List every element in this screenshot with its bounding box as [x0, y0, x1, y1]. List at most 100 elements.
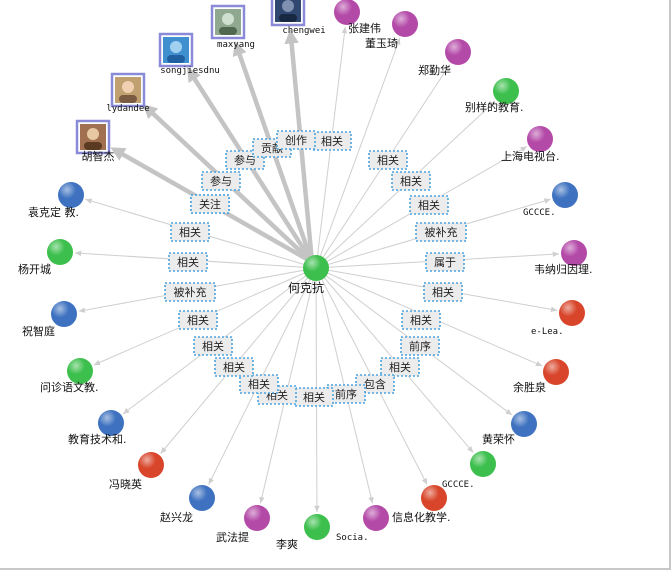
user-node[interactable]: lydandee	[106, 72, 150, 114]
avatar-body-icon	[84, 142, 102, 150]
user-node-label: songjiesdnu	[160, 66, 220, 76]
graph-node[interactable]: 黄荣怀	[482, 411, 537, 446]
edge-label-box	[170, 222, 210, 242]
edge-label: 前序	[326, 384, 366, 404]
user-node[interactable]: songjiesdnu	[158, 32, 220, 76]
user-node[interactable]: 胡智杰	[75, 119, 115, 163]
graph-node[interactable]: 别样的教育.	[465, 78, 524, 114]
edge-label-text: 相关	[202, 339, 224, 353]
edge-label-box	[425, 252, 465, 272]
user-node-label: 胡智杰	[82, 149, 115, 163]
node-circle-highlight	[421, 485, 447, 511]
edge-label-text: 参与	[210, 174, 232, 188]
node-label: 别样的教育.	[465, 100, 524, 114]
edge-label-text: 包含	[364, 377, 386, 391]
edge-label: 被补充	[164, 282, 216, 302]
graph-node[interactable]: GCCCE.	[442, 451, 496, 490]
avatar-head-icon	[222, 13, 234, 25]
node-label: 杨开城	[18, 262, 51, 276]
graph-node[interactable]: 袁克定 教.	[28, 182, 84, 219]
edge-label-box	[400, 336, 440, 356]
edge-label: 相关	[239, 374, 279, 394]
edge-label-box	[415, 222, 467, 242]
edge-label-text: 相关	[410, 313, 432, 327]
graph-node[interactable]: 冯晓英	[109, 452, 164, 491]
edge-label-text: 前序	[409, 339, 431, 353]
graph-node[interactable]: 赵兴龙	[160, 485, 215, 524]
graph-node[interactable]: 李爽	[276, 514, 330, 551]
graph-node[interactable]: 祝智庭	[22, 301, 77, 338]
avatar-body-icon	[119, 95, 137, 103]
edge-label-box	[190, 194, 230, 214]
node-label: 上海电视台.	[501, 149, 560, 163]
edge-label-text: 相关	[389, 360, 411, 374]
user-node-label: lydandee	[106, 104, 149, 114]
edge-label: 相关	[423, 282, 463, 302]
graph-node[interactable]: 问诊语文教.	[40, 358, 99, 394]
graph-node[interactable]: Socia.	[336, 505, 389, 543]
graph-node[interactable]: 董玉琦	[365, 11, 418, 50]
node-label: 余胜泉	[513, 380, 546, 394]
center-node-group[interactable]: 何克抗	[288, 255, 329, 295]
graph-node[interactable]: 韦纳归因理.	[534, 240, 593, 276]
edge-label-text: 相关	[432, 285, 454, 299]
graph-node[interactable]: 信息化教学.	[392, 485, 451, 524]
graph-node[interactable]: 郑勤华	[418, 39, 471, 77]
edge-label-box	[368, 150, 408, 170]
user-node[interactable]: maxyang	[210, 4, 255, 50]
node-circle-highlight	[552, 182, 578, 208]
edge-label-box	[168, 252, 208, 272]
graph-node[interactable]: 上海电视台.	[501, 126, 560, 163]
edge-label: 相关	[409, 195, 449, 215]
edge-label-text: 被补充	[174, 285, 207, 299]
node-label: 武法提	[216, 530, 249, 544]
edge-label-box	[326, 384, 366, 404]
graph-node[interactable]: e-Lea.	[531, 300, 585, 337]
edge-label-box	[401, 310, 441, 330]
graph-node[interactable]: GCCCE.	[523, 182, 578, 218]
edge-label-box	[164, 282, 216, 302]
edge-label: 相关	[170, 222, 210, 242]
edge-label: 相关	[214, 357, 254, 377]
node-circle-highlight	[98, 410, 124, 436]
avatar-body-icon	[167, 55, 185, 63]
node-label: GCCCE.	[442, 480, 475, 490]
graph-node[interactable]: 张建伟	[334, 0, 381, 35]
node-circle-highlight	[470, 451, 496, 477]
edge-label: 创作	[276, 130, 316, 150]
edge-label-text: 相关	[177, 255, 199, 269]
edge-label-box	[294, 387, 334, 407]
node-label: 赵兴龙	[160, 510, 193, 524]
graph-node[interactable]: 余胜泉	[513, 359, 569, 394]
user-node-label: chengwei	[282, 26, 325, 36]
node-circle-highlight	[527, 126, 553, 152]
edge-label-text: 相关	[187, 313, 209, 327]
node-circle-highlight	[67, 358, 93, 384]
avatar-body-icon	[279, 14, 297, 22]
graph-node[interactable]: 杨开城	[18, 239, 73, 276]
edge-label: 相关	[401, 310, 441, 330]
user-node[interactable]: chengwei	[270, 0, 326, 36]
edge-label-box	[423, 282, 463, 302]
node-label: e-Lea.	[531, 327, 564, 337]
graph-node[interactable]: 教育技术和.	[68, 410, 127, 446]
edge-label-box	[380, 357, 420, 377]
edge-line	[315, 37, 401, 269]
node-circle-highlight	[561, 240, 587, 266]
avatar-head-icon	[282, 0, 294, 12]
edge-label-text: 相关	[179, 225, 201, 239]
edge-label-text: 属于	[434, 256, 456, 269]
graph-node[interactable]: 武法提	[216, 505, 270, 544]
edge-label: 相关	[168, 252, 208, 272]
node-circle-highlight	[244, 505, 270, 531]
node-circle-highlight	[334, 0, 360, 25]
edge-label: 相关	[312, 131, 352, 151]
edge-label-text: 相关	[303, 390, 325, 404]
edge-label-text: 相关	[223, 360, 245, 374]
edge-label: 相关	[178, 310, 218, 330]
node-label: GCCCE.	[523, 208, 556, 218]
edge-label-box	[312, 131, 352, 151]
